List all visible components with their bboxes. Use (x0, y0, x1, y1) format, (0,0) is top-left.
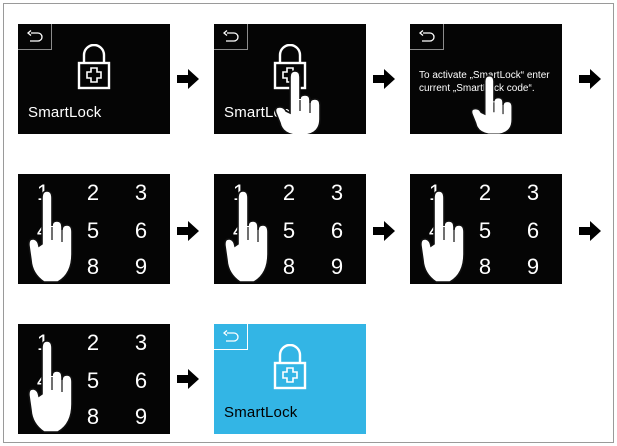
pointing-hand-icon (274, 70, 321, 134)
padlock-plus-icon[interactable] (272, 344, 308, 390)
key-5[interactable]: 5 (478, 218, 492, 243)
key-3[interactable]: 3 (134, 180, 148, 205)
key-9[interactable]: 9 (526, 254, 540, 279)
keypad-screen: 1 2 3 4 5 6 7 8 9 (18, 174, 170, 284)
next-arrow-icon (373, 69, 395, 89)
key-2[interactable]: 2 (86, 180, 100, 205)
key-5[interactable]: 5 (86, 368, 100, 393)
next-arrow-icon (177, 369, 199, 389)
key-3[interactable]: 3 (526, 180, 540, 205)
keypad: 1 2 3 4 5 6 7 8 9 (214, 174, 366, 284)
key-2[interactable]: 2 (478, 180, 492, 205)
back-button[interactable] (18, 24, 52, 50)
activation-message[interactable]: To activate „SmartLock“ enter current „S… (419, 70, 550, 94)
pointing-hand-icon (420, 190, 465, 283)
key-3[interactable]: 3 (134, 330, 148, 355)
smartlock-message-screen: To activate „SmartLock“ enter current „S… (410, 24, 562, 134)
key-6[interactable]: 6 (134, 218, 148, 243)
key-5[interactable]: 5 (282, 218, 296, 243)
key-9[interactable]: 9 (134, 404, 148, 429)
key-6[interactable]: 6 (330, 218, 344, 243)
key-3[interactable]: 3 (330, 180, 344, 205)
key-8[interactable]: 8 (478, 254, 492, 279)
key-8[interactable]: 8 (86, 404, 100, 429)
back-arrow-icon (26, 29, 43, 42)
key-5[interactable]: 5 (86, 218, 100, 243)
key-9[interactable]: 9 (134, 254, 148, 279)
smartlock-label: SmartLock (224, 404, 298, 421)
back-arrow-icon (222, 329, 239, 342)
key-6[interactable]: 6 (526, 218, 540, 243)
next-arrow-icon (579, 69, 601, 89)
back-button[interactable] (214, 24, 248, 50)
keypad-screen: 1 2 3 4 5 6 7 8 9 (18, 324, 170, 434)
smartlock-screen-tap: SmartLock (214, 24, 366, 134)
back-arrow-icon (222, 29, 239, 42)
smartlock-active-screen: SmartLock (214, 324, 366, 434)
instruction-figure: SmartLock SmartLock To activate „SmartLo… (3, 3, 614, 443)
padlock-plus-icon[interactable] (76, 44, 112, 90)
next-arrow-icon (177, 221, 199, 241)
smartlock-screen: SmartLock (18, 24, 170, 134)
back-button[interactable] (214, 324, 248, 350)
next-arrow-icon (579, 221, 601, 241)
back-button[interactable] (410, 24, 444, 50)
smartlock-label: SmartLock (28, 104, 102, 121)
pointing-hand-icon (470, 75, 513, 134)
next-arrow-icon (177, 69, 199, 89)
key-2[interactable]: 2 (282, 180, 296, 205)
key-8[interactable]: 8 (282, 254, 296, 279)
pointing-hand-icon (28, 190, 73, 283)
keypad-screen: 1 2 3 4 5 6 7 8 9 (214, 174, 366, 284)
keypad-screen: 1 2 3 4 5 6 7 8 9 (410, 174, 562, 284)
key-9[interactable]: 9 (330, 254, 344, 279)
key-2[interactable]: 2 (86, 330, 100, 355)
key-6[interactable]: 6 (134, 368, 148, 393)
key-8[interactable]: 8 (86, 254, 100, 279)
back-arrow-icon (418, 29, 435, 42)
pointing-hand-icon (28, 340, 73, 433)
pointing-hand-icon (224, 190, 269, 283)
next-arrow-icon (373, 221, 395, 241)
